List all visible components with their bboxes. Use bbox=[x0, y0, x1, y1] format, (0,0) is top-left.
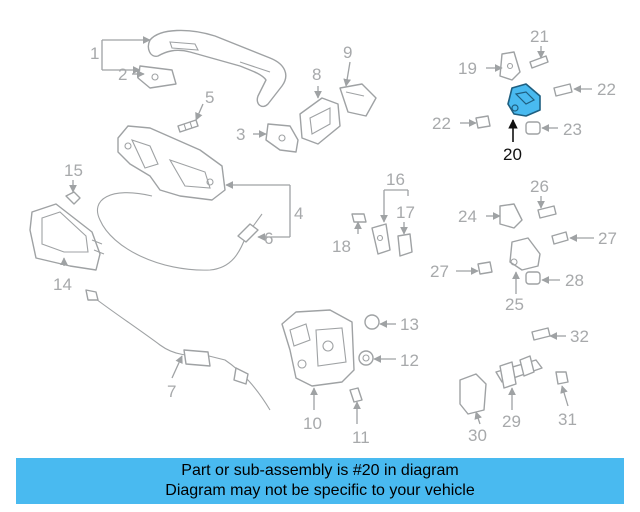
label-10: 10 bbox=[303, 414, 322, 433]
cap-28-part bbox=[525, 271, 541, 285]
label-9: 9 bbox=[343, 43, 352, 62]
cover-9-part bbox=[339, 83, 377, 117]
label-19: 19 bbox=[458, 59, 477, 78]
label-24: 24 bbox=[458, 207, 477, 226]
handle-frame-part bbox=[117, 125, 226, 201]
bracket-19-part bbox=[499, 51, 521, 81]
label-27-right: 27 bbox=[598, 229, 617, 248]
bolt-26-part bbox=[537, 205, 557, 219]
label-26: 26 bbox=[530, 177, 549, 196]
clip-15-part bbox=[65, 191, 81, 205]
outer-handle-cover-part bbox=[137, 65, 177, 89]
label-28: 28 bbox=[565, 271, 584, 290]
label-18: 18 bbox=[332, 237, 351, 256]
label-5: 5 bbox=[205, 88, 214, 107]
bracket-8-part bbox=[299, 97, 341, 145]
exploded-parts-diagram: 1 2 3 4 5 6 7 8 9 10 11 12 13 14 15 16 1… bbox=[29, 27, 617, 447]
label-1: 1 bbox=[90, 44, 99, 63]
label-8: 8 bbox=[312, 65, 321, 84]
label-22-left: 22 bbox=[432, 114, 451, 133]
bracket-3-part bbox=[265, 123, 299, 153]
part-number-labels: 1 2 3 4 5 6 7 8 9 10 11 12 13 14 15 16 1… bbox=[53, 27, 617, 447]
bolt-22-lower-part bbox=[475, 115, 491, 129]
bolt-18-part bbox=[351, 213, 367, 223]
bolt-32-part bbox=[531, 327, 551, 341]
cable-part bbox=[85, 192, 271, 411]
label-23: 23 bbox=[563, 120, 582, 139]
label-30: 30 bbox=[468, 426, 487, 445]
leader-lines bbox=[60, 36, 594, 425]
outer-handle-part bbox=[147, 29, 287, 108]
plate-17-part bbox=[397, 233, 413, 257]
bolt-27-right-part bbox=[551, 231, 569, 245]
bracket-24-part bbox=[499, 203, 523, 229]
label-6: 6 bbox=[264, 229, 273, 248]
part-20-highlighted-bracket bbox=[507, 83, 541, 117]
cap-23-part bbox=[525, 121, 541, 135]
label-20-highlighted: 20 bbox=[503, 145, 522, 164]
caption-line-1: Part or sub-assembly is #20 in diagram bbox=[181, 462, 459, 479]
label-31: 31 bbox=[558, 410, 577, 429]
block-30-part bbox=[459, 373, 487, 415]
caption-banner: Part or sub-assembly is #20 in diagram D… bbox=[16, 458, 624, 504]
bolt-21-part bbox=[529, 55, 549, 69]
door-latch-part bbox=[281, 309, 355, 387]
label-21: 21 bbox=[530, 27, 549, 46]
label-15: 15 bbox=[64, 161, 83, 180]
bolt-27-left-part bbox=[477, 261, 493, 275]
label-4: 4 bbox=[294, 204, 303, 223]
nut-12-part bbox=[358, 350, 374, 366]
cap-13-part bbox=[364, 314, 380, 330]
label-13: 13 bbox=[400, 315, 419, 334]
screw-11-part bbox=[349, 387, 363, 403]
label-12: 12 bbox=[400, 351, 419, 370]
bolt-31-part bbox=[555, 371, 569, 385]
label-25: 25 bbox=[505, 295, 524, 314]
label-22-right: 22 bbox=[597, 80, 616, 99]
label-32: 32 bbox=[570, 327, 589, 346]
label-27-left: 27 bbox=[430, 262, 449, 281]
label-17: 17 bbox=[396, 203, 415, 222]
label-16: 16 bbox=[386, 170, 405, 189]
check-strap-29-part bbox=[495, 355, 543, 389]
bolt-22-upper-part bbox=[553, 83, 573, 97]
hinge-16-part bbox=[371, 223, 391, 255]
caption-line-2: Diagram may not be specific to your vehi… bbox=[165, 482, 475, 499]
inner-handle-part bbox=[29, 203, 105, 271]
label-2: 2 bbox=[118, 65, 127, 84]
bracket-25-part bbox=[509, 237, 541, 271]
label-7: 7 bbox=[167, 382, 176, 401]
screw-5-part bbox=[177, 119, 199, 133]
label-11: 11 bbox=[352, 428, 370, 447]
label-29: 29 bbox=[502, 412, 521, 431]
label-3: 3 bbox=[236, 125, 245, 144]
label-14: 14 bbox=[53, 275, 72, 294]
